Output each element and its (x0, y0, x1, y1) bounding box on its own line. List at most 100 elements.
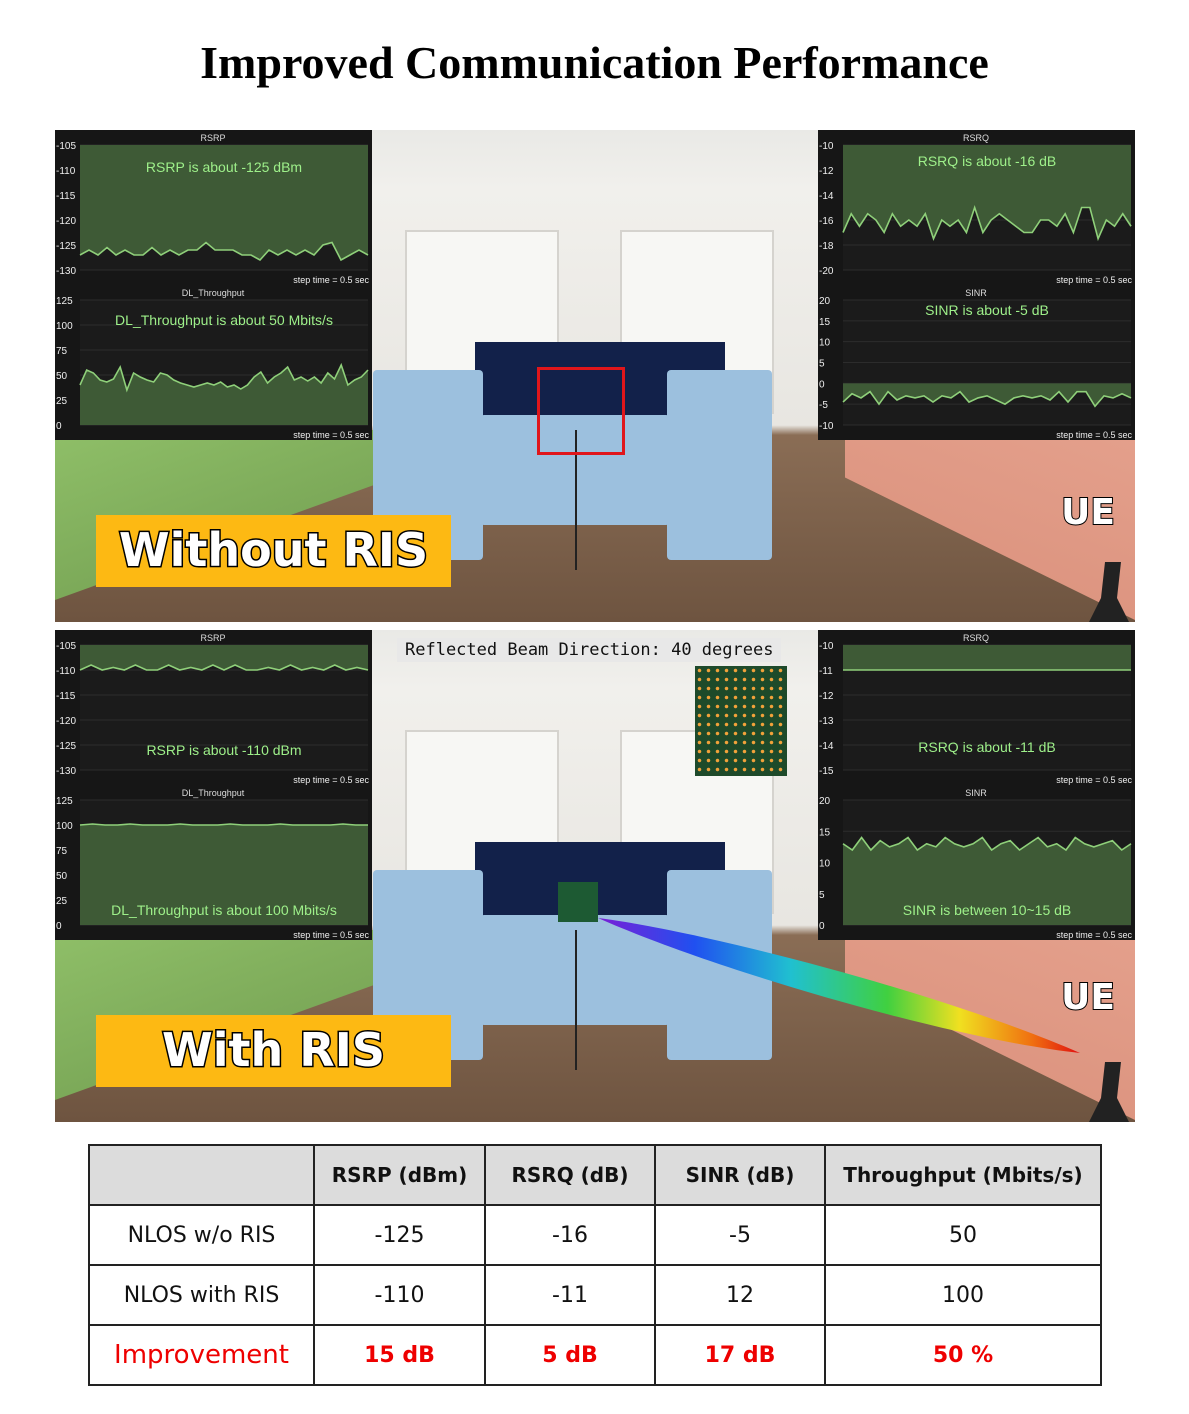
chart-title: DL_Throughput (182, 788, 245, 798)
chart-annotation: RSRP is about -125 dBm (146, 159, 302, 175)
y-tick-label: -125 (56, 241, 76, 252)
chart-title: RSRP (200, 133, 225, 143)
table-row: NLOS w/o RIS -125 -16 -5 50 (88, 1204, 1102, 1266)
y-tick-label: -5 (819, 400, 828, 411)
chart-title: SINR (965, 788, 987, 798)
y-tick-label: -130 (56, 266, 76, 277)
chart-title: RSRQ (963, 633, 989, 643)
step-time-label: step time = 0.5 sec (293, 775, 369, 785)
header-cell: Throughput (Mbits/s) (824, 1144, 1102, 1206)
y-tick-label: -120 (56, 216, 76, 227)
header-cell (88, 1144, 315, 1206)
step-time-label: step time = 0.5 sec (1056, 775, 1132, 785)
y-tick-label: 15 (819, 317, 831, 328)
step-time-label: step time = 0.5 sec (1056, 275, 1132, 285)
series-fill (80, 645, 368, 670)
y-tick-label: 10 (819, 859, 831, 870)
chart-annotation: RSRP is about -110 dBm (146, 742, 301, 758)
header-cell: RSRQ (dB) (484, 1144, 656, 1206)
y-tick-label: 50 (56, 371, 68, 382)
y-tick-label: 5 (819, 890, 825, 901)
y-tick-label: 0 (56, 421, 62, 432)
y-tick-label: 0 (819, 921, 825, 932)
right-chart-panel: RSRQ -10 -12 -14 -16 -18 -20 RSRQ is about -16 … (818, 130, 1135, 440)
table-cell: -125 (313, 1204, 486, 1266)
step-time-label: step time = 0.5 sec (1056, 930, 1132, 940)
with-ris-label: With RIS (96, 1015, 451, 1087)
table-cell: 12 (654, 1264, 826, 1326)
series-line (842, 836, 1132, 852)
tripod (575, 430, 577, 570)
tripod (575, 930, 577, 1070)
table-cell: 5 dB (484, 1324, 656, 1386)
performance-table: RSRP (dBm) RSRQ (dB) SINR (dB) Throughpu… (88, 1144, 1102, 1386)
y-tick-label: -11 (819, 666, 833, 677)
chart-annotation: RSRQ is about -11 dB (918, 739, 1055, 755)
y-tick-label: -10 (819, 421, 834, 432)
y-tick-label: 125 (56, 296, 73, 307)
step-time-label: step time = 0.5 sec (1056, 430, 1132, 440)
y-tick-label: -130 (56, 766, 76, 777)
beam-direction-readout: Reflected Beam Direction: 40 degrees (397, 638, 782, 662)
series-line (79, 241, 369, 262)
ue-label: UE (1060, 976, 1116, 1019)
series-line (842, 204, 1132, 242)
series-line (79, 823, 368, 826)
table-cell: 50 (824, 1204, 1102, 1266)
y-tick-label: 0 (56, 921, 62, 932)
y-tick-label: -105 (56, 641, 76, 652)
y-tick-label: -12 (819, 166, 834, 177)
chart-annotation: DL_Throughput is about 50 Mbits/s (115, 312, 333, 328)
y-tick-label: -115 (56, 191, 76, 202)
page-title: Improved Communication Performance (200, 37, 989, 88)
y-tick-label: 75 (56, 346, 68, 357)
photo-without-ris: UE Without RIS RSRP-105-110-115-120-125-… (55, 130, 1135, 622)
table-row: NLOS with RIS -110 -11 12 100 (88, 1264, 1102, 1326)
row-label: NLOS w/o RIS (88, 1204, 315, 1266)
y-tick-label: -18 (819, 241, 834, 252)
y-tick-label: -14 (819, 741, 834, 752)
table-cell: -110 (313, 1264, 486, 1326)
y-tick-label: 100 (56, 821, 73, 832)
ue-label: UE (1060, 491, 1116, 534)
ris-board-inset (695, 666, 787, 776)
y-tick-label: -15 (819, 766, 834, 777)
series-fill (843, 837, 1131, 925)
y-tick-label: -10 (819, 141, 834, 152)
header-cell: RSRP (dBm) (313, 1144, 486, 1206)
y-tick-label: -13 (819, 716, 834, 727)
chart-annotation: RSRQ is about -16 dB (918, 153, 1057, 169)
y-tick-label: 5 (819, 359, 825, 370)
chart-annotation: DL_Throughput is about 100 Mbits/s (111, 902, 337, 918)
table-cell: -16 (484, 1204, 656, 1266)
row-label: NLOS with RIS (88, 1264, 315, 1326)
series-fill (843, 645, 1131, 670)
chart-title: RSRP (200, 633, 225, 643)
table-cell: 15 dB (313, 1324, 486, 1386)
step-time-label: step time = 0.5 sec (293, 275, 369, 285)
series-fill (80, 824, 368, 925)
y-tick-label: -120 (56, 716, 76, 727)
y-tick-label: -12 (819, 691, 834, 702)
y-tick-label: -10 (819, 641, 834, 652)
chart-title: DL_Throughput (182, 288, 245, 298)
y-tick-label: 20 (819, 796, 831, 807)
header-cell: SINR (dB) (654, 1144, 826, 1206)
highlight-box (537, 367, 625, 455)
table-header-row: RSRP (dBm) RSRQ (dB) SINR (dB) Throughpu… (88, 1144, 1102, 1206)
series-line (79, 362, 369, 393)
y-tick-label: -20 (819, 266, 834, 277)
chart-title: RSRQ (963, 133, 989, 143)
series-fill (843, 383, 1131, 407)
improvement-row: Improvement 15 dB 5 dB 17 dB 50 % (88, 1324, 1102, 1386)
reflected-beam (598, 918, 1080, 1053)
y-tick-label: 20 (819, 296, 831, 307)
series-fill (80, 145, 368, 260)
y-tick-label: -16 (819, 216, 834, 227)
y-tick-label: -14 (819, 191, 834, 202)
series-fill (843, 145, 1131, 239)
y-tick-label: -105 (56, 141, 76, 152)
row-label: Improvement (88, 1324, 315, 1386)
ris-board (558, 882, 598, 922)
